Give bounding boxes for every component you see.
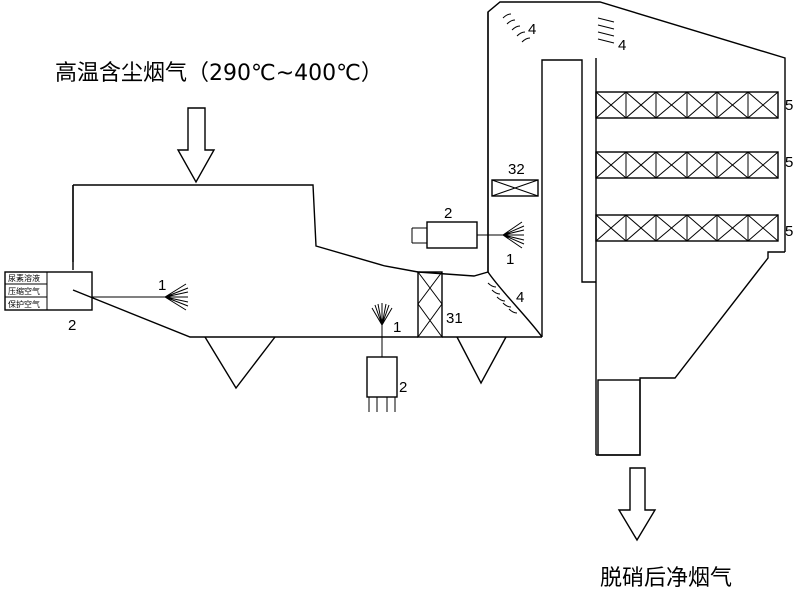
- label-5-bottom: 5: [785, 223, 793, 240]
- label-4-c: 4: [516, 289, 524, 306]
- hopper-mid: [457, 337, 506, 383]
- label-1-duct: 1: [506, 251, 514, 268]
- catalyst-layer-3: [596, 215, 778, 241]
- label-5-top: 5: [785, 97, 793, 114]
- deflector-bottom: [488, 283, 517, 313]
- inlet-arrow: [178, 108, 214, 182]
- outlet-label: 脱硝后净烟气: [600, 566, 732, 591]
- label-2-duct: 2: [444, 205, 452, 222]
- outlet-arrow: [619, 468, 655, 540]
- catalyst-layer-1: [596, 92, 778, 118]
- label-4-a: 4: [528, 21, 536, 38]
- label-2-left: 2: [68, 317, 76, 334]
- deflector-top-right: [598, 18, 614, 43]
- catalyst-layer-2: [596, 152, 778, 178]
- box-line-compressed-air: 压缩空气: [8, 286, 40, 296]
- duct-divider: [488, 272, 542, 337]
- injector-duct: [412, 222, 524, 248]
- label-4-b: 4: [618, 37, 626, 54]
- label-32: 32: [508, 161, 525, 178]
- inlet-label: 高温含尘烟气（290℃~400℃）: [55, 61, 383, 86]
- box-line-urea: 尿素溶液: [8, 273, 40, 283]
- label-31: 31: [446, 310, 463, 327]
- grid-31: [418, 272, 442, 337]
- label-1-left: 1: [158, 277, 166, 294]
- hopper-left: [205, 337, 275, 388]
- deflector-top-left: [503, 14, 530, 42]
- box-line-protect-air: 保护空气: [8, 299, 40, 309]
- main-chamber: [73, 2, 785, 276]
- duct-outer: [542, 60, 596, 337]
- label-5-mid: 5: [785, 154, 793, 171]
- ash-hopper: [598, 380, 640, 455]
- label-1-bottom: 1: [393, 319, 401, 336]
- label-2-bottom: 2: [399, 379, 407, 396]
